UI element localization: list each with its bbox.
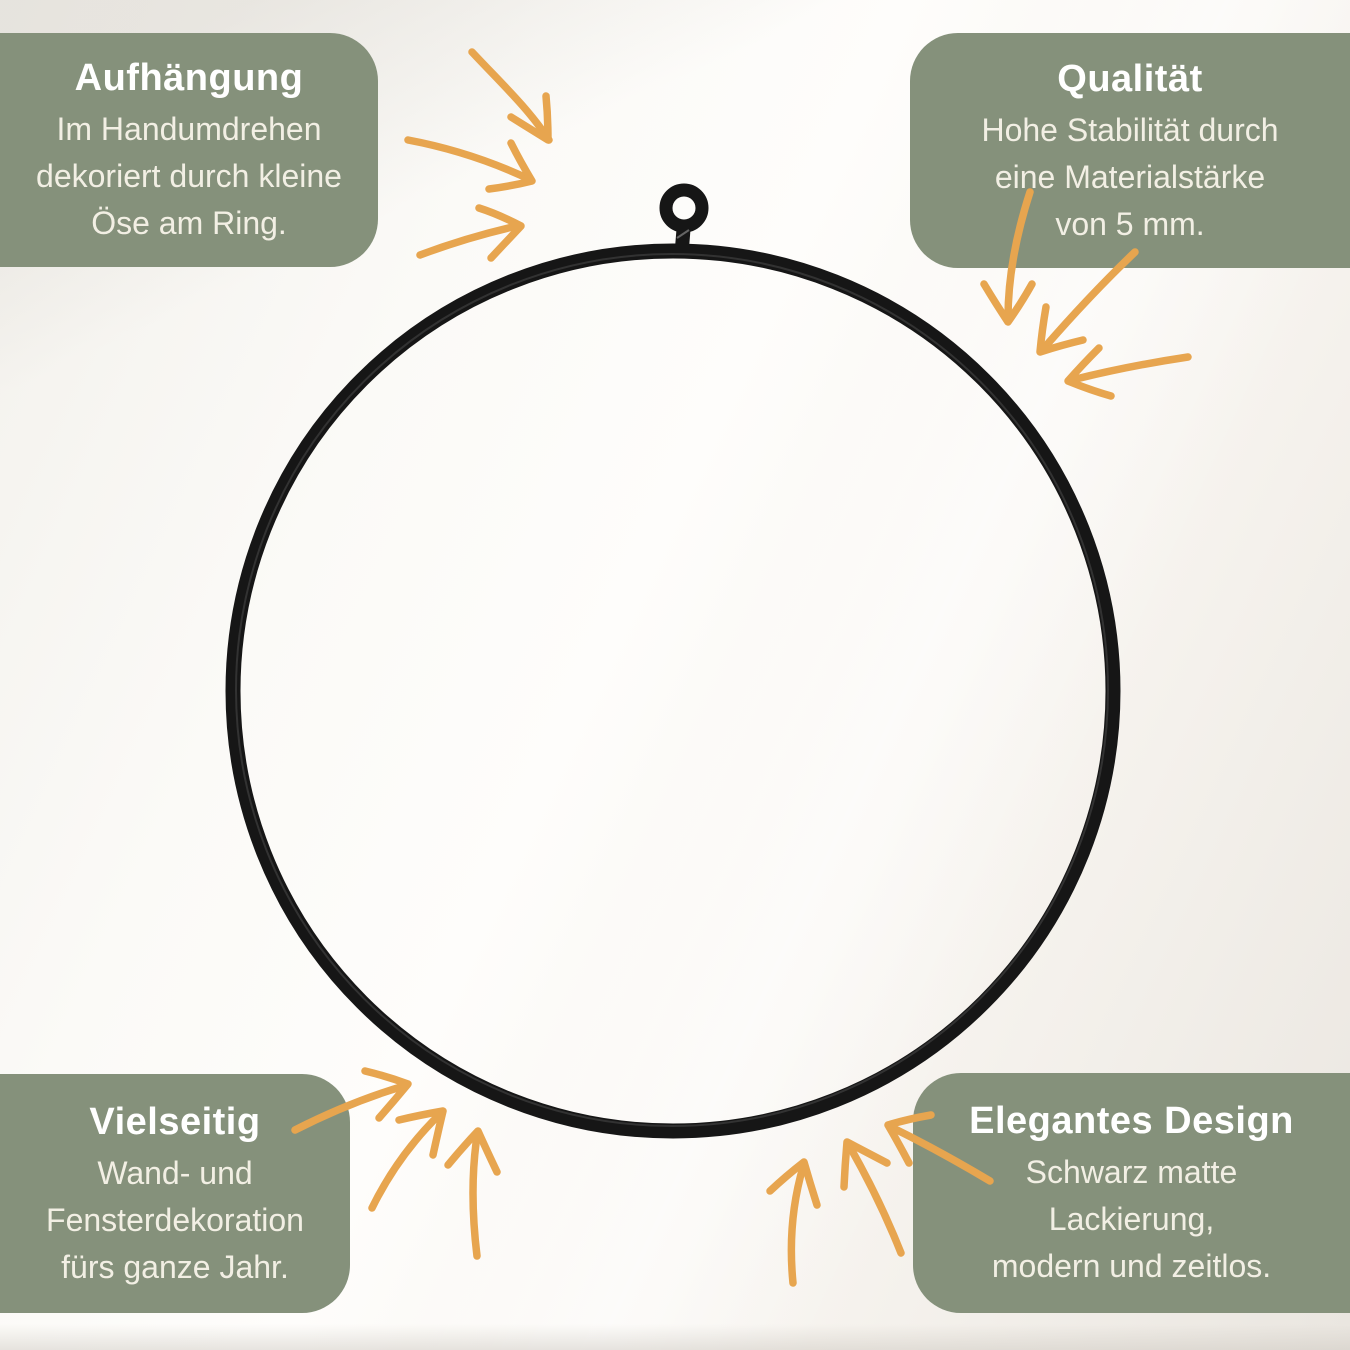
callout-body: Wand- und Fensterdekoration fürs ganze J… xyxy=(46,1154,304,1285)
hanging-eyelet-icon xyxy=(659,183,709,249)
callout-title: Qualität xyxy=(1057,57,1203,100)
callout-elegantes-design: Elegantes Design Schwarz matte Lackierun… xyxy=(913,1073,1350,1313)
metal-ring-icon xyxy=(225,243,1121,1139)
callout-title: Aufhängung xyxy=(74,57,304,99)
callout-aufhaengung: Aufhängung Im Handumdrehen dekoriert dur… xyxy=(0,33,378,267)
callout-title: Vielseitig xyxy=(89,1100,261,1143)
callout-qualitaet: Qualität Hohe Stabilität durch eine Mate… xyxy=(910,33,1350,268)
callout-body: Schwarz matte Lackierung, modern und zei… xyxy=(991,1154,1272,1284)
callout-body: Hohe Stabilität durch eine Materialstärk… xyxy=(981,111,1279,242)
callout-body: Im Handumdrehen dekoriert durch kleine Ö… xyxy=(36,111,342,241)
callout-title: Elegantes Design xyxy=(969,1100,1294,1142)
callout-vielseitig: Vielseitig Wand- und Fensterdekoration f… xyxy=(0,1074,350,1313)
